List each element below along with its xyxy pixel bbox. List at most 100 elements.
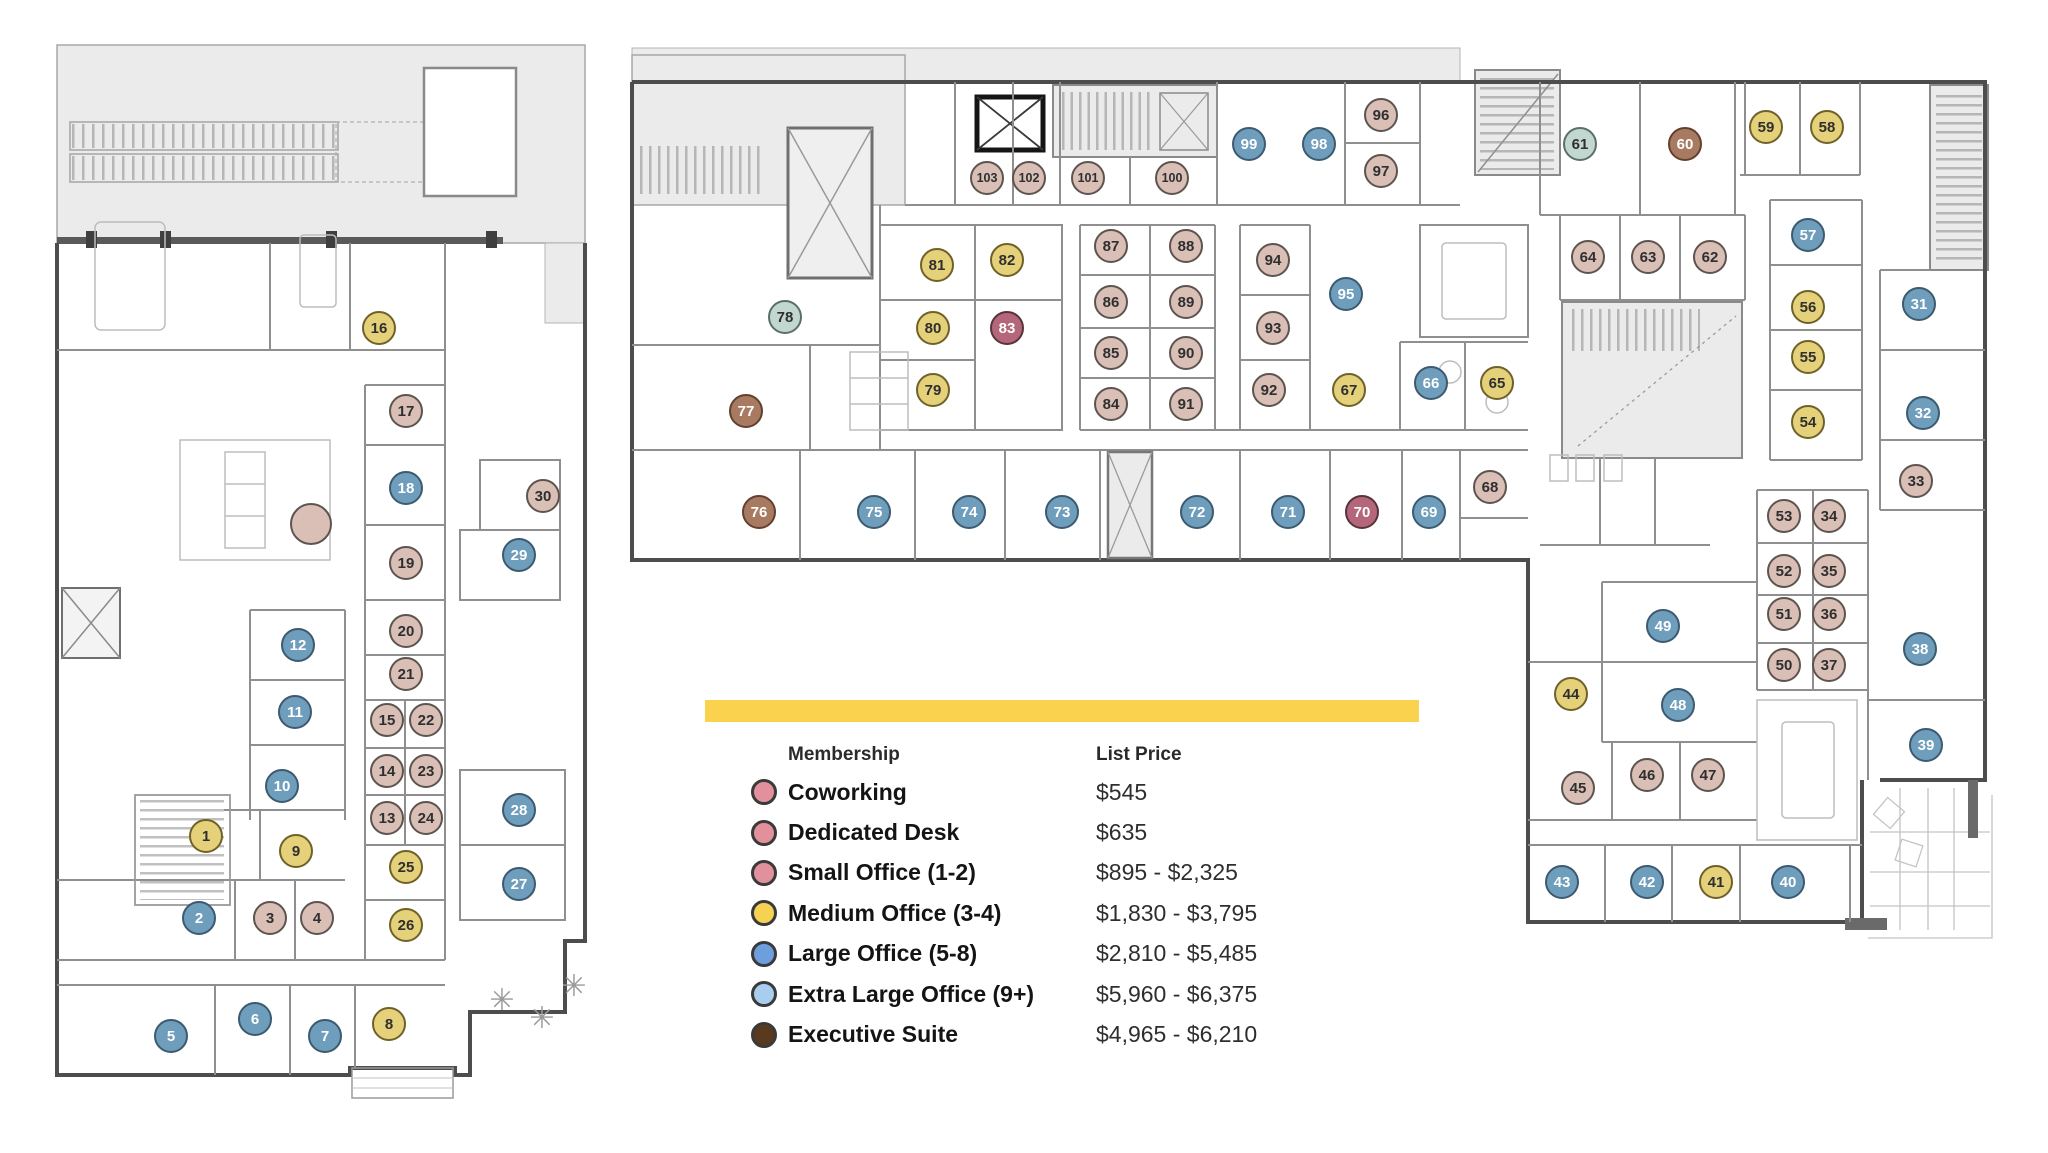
office-marker-5[interactable]: 5 — [154, 1019, 188, 1053]
office-marker-8[interactable]: 8 — [372, 1007, 406, 1041]
office-marker-100[interactable]: 100 — [1155, 161, 1189, 195]
office-marker-102[interactable]: 102 — [1012, 161, 1046, 195]
office-marker-16[interactable]: 16 — [362, 311, 396, 345]
office-marker-32[interactable]: 32 — [1906, 396, 1940, 430]
office-marker-69[interactable]: 69 — [1412, 495, 1446, 529]
office-marker-73[interactable]: 73 — [1045, 495, 1079, 529]
office-marker-56[interactable]: 56 — [1791, 290, 1825, 324]
office-marker-60[interactable]: 60 — [1668, 127, 1702, 161]
office-marker-45[interactable]: 45 — [1561, 771, 1595, 805]
office-marker-10[interactable]: 10 — [265, 769, 299, 803]
office-marker-25[interactable]: 25 — [389, 850, 423, 884]
office-marker-62[interactable]: 62 — [1693, 240, 1727, 274]
office-marker-2[interactable]: 2 — [182, 901, 216, 935]
office-marker-38[interactable]: 38 — [1903, 632, 1937, 666]
office-marker-63[interactable]: 63 — [1631, 240, 1665, 274]
office-marker-15[interactable]: 15 — [370, 703, 404, 737]
office-marker-46[interactable]: 46 — [1630, 758, 1664, 792]
office-marker-27[interactable]: 27 — [502, 867, 536, 901]
office-marker-85[interactable]: 85 — [1094, 336, 1128, 370]
office-marker-39[interactable]: 39 — [1909, 728, 1943, 762]
office-marker-81[interactable]: 81 — [920, 248, 954, 282]
office-marker-76[interactable]: 76 — [742, 495, 776, 529]
open-seating-marker[interactable] — [290, 503, 332, 545]
office-marker-48[interactable]: 48 — [1661, 688, 1695, 722]
office-marker-99[interactable]: 99 — [1232, 127, 1266, 161]
office-marker-47[interactable]: 47 — [1691, 758, 1725, 792]
office-marker-68[interactable]: 68 — [1473, 470, 1507, 504]
office-marker-71[interactable]: 71 — [1271, 495, 1305, 529]
office-marker-13[interactable]: 13 — [370, 801, 404, 835]
office-marker-79[interactable]: 79 — [916, 373, 950, 407]
office-marker-44[interactable]: 44 — [1554, 677, 1588, 711]
office-marker-92[interactable]: 92 — [1252, 373, 1286, 407]
office-marker-88[interactable]: 88 — [1169, 229, 1203, 263]
office-marker-28[interactable]: 28 — [502, 793, 536, 827]
office-marker-9[interactable]: 9 — [279, 834, 313, 868]
office-marker-19[interactable]: 19 — [389, 546, 423, 580]
office-marker-91[interactable]: 91 — [1169, 387, 1203, 421]
office-marker-22[interactable]: 22 — [409, 703, 443, 737]
office-marker-57[interactable]: 57 — [1791, 218, 1825, 252]
office-marker-31[interactable]: 31 — [1902, 287, 1936, 321]
office-marker-37[interactable]: 37 — [1812, 648, 1846, 682]
office-marker-77[interactable]: 77 — [729, 394, 763, 428]
office-marker-24[interactable]: 24 — [409, 801, 443, 835]
office-marker-65[interactable]: 65 — [1480, 366, 1514, 400]
office-marker-33[interactable]: 33 — [1899, 464, 1933, 498]
office-marker-66[interactable]: 66 — [1414, 366, 1448, 400]
office-marker-94[interactable]: 94 — [1256, 243, 1290, 277]
office-marker-43[interactable]: 43 — [1545, 865, 1579, 899]
office-marker-14[interactable]: 14 — [370, 754, 404, 788]
office-marker-40[interactable]: 40 — [1771, 865, 1805, 899]
office-marker-50[interactable]: 50 — [1767, 648, 1801, 682]
office-marker-35[interactable]: 35 — [1812, 554, 1846, 588]
office-marker-26[interactable]: 26 — [389, 908, 423, 942]
office-marker-49[interactable]: 49 — [1646, 609, 1680, 643]
office-marker-59[interactable]: 59 — [1749, 110, 1783, 144]
office-marker-23[interactable]: 23 — [409, 754, 443, 788]
office-marker-64[interactable]: 64 — [1571, 240, 1605, 274]
office-marker-87[interactable]: 87 — [1094, 229, 1128, 263]
office-marker-98[interactable]: 98 — [1302, 127, 1336, 161]
office-marker-70[interactable]: 70 — [1345, 495, 1379, 529]
office-marker-52[interactable]: 52 — [1767, 554, 1801, 588]
office-marker-29[interactable]: 29 — [502, 538, 536, 572]
office-marker-75[interactable]: 75 — [857, 495, 891, 529]
office-marker-21[interactable]: 21 — [389, 657, 423, 691]
office-marker-55[interactable]: 55 — [1791, 340, 1825, 374]
office-marker-90[interactable]: 90 — [1169, 336, 1203, 370]
office-marker-84[interactable]: 84 — [1094, 387, 1128, 421]
office-marker-36[interactable]: 36 — [1812, 597, 1846, 631]
office-marker-51[interactable]: 51 — [1767, 597, 1801, 631]
office-marker-80[interactable]: 80 — [916, 311, 950, 345]
office-marker-53[interactable]: 53 — [1767, 499, 1801, 533]
office-marker-95[interactable]: 95 — [1329, 277, 1363, 311]
office-marker-96[interactable]: 96 — [1364, 98, 1398, 132]
office-marker-34[interactable]: 34 — [1812, 499, 1846, 533]
office-marker-20[interactable]: 20 — [389, 614, 423, 648]
office-marker-82[interactable]: 82 — [990, 243, 1024, 277]
office-marker-7[interactable]: 7 — [308, 1019, 342, 1053]
office-marker-61[interactable]: 61 — [1563, 127, 1597, 161]
office-marker-30[interactable]: 30 — [526, 479, 560, 513]
office-marker-89[interactable]: 89 — [1169, 285, 1203, 319]
office-marker-72[interactable]: 72 — [1180, 495, 1214, 529]
office-marker-6[interactable]: 6 — [238, 1002, 272, 1036]
office-marker-1[interactable]: 1 — [189, 819, 223, 853]
office-marker-18[interactable]: 18 — [389, 471, 423, 505]
office-marker-83[interactable]: 83 — [990, 311, 1024, 345]
office-marker-41[interactable]: 41 — [1699, 865, 1733, 899]
office-marker-12[interactable]: 12 — [281, 628, 315, 662]
office-marker-78[interactable]: 78 — [768, 300, 802, 334]
office-marker-58[interactable]: 58 — [1810, 110, 1844, 144]
office-marker-17[interactable]: 17 — [389, 394, 423, 428]
office-marker-74[interactable]: 74 — [952, 495, 986, 529]
office-marker-67[interactable]: 67 — [1332, 373, 1366, 407]
office-marker-11[interactable]: 11 — [278, 695, 312, 729]
office-marker-97[interactable]: 97 — [1364, 154, 1398, 188]
office-marker-103[interactable]: 103 — [970, 161, 1004, 195]
office-marker-93[interactable]: 93 — [1256, 311, 1290, 345]
office-marker-101[interactable]: 101 — [1071, 161, 1105, 195]
office-marker-54[interactable]: 54 — [1791, 405, 1825, 439]
